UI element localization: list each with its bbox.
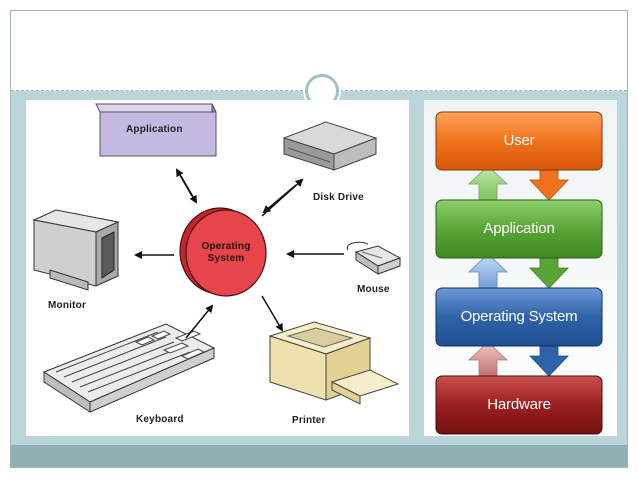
arrow-down-application-to-os (529, 255, 569, 289)
connection-arrows (134, 168, 344, 339)
arrow-down-os-to-hardware (529, 343, 569, 377)
layer-operating-system-box (435, 287, 603, 347)
operating-system-disc (179, 207, 267, 297)
operating-system-label-line2: System (207, 253, 245, 264)
arrow-os-to-printer (261, 295, 284, 332)
arrow-down-user-to-application (529, 167, 569, 201)
arrow-disk-drive-to-os (262, 184, 297, 214)
operating-system-label-line1: Operating (201, 241, 251, 252)
application-label: Application (126, 124, 183, 135)
os-hardware-diagram-art (32, 103, 402, 413)
os-hardware-diagram: Application Disk Drive Monitor Mouse Key… (26, 100, 409, 436)
layer-application-label: Application (483, 220, 555, 237)
layer-connector-arrows (467, 165, 569, 379)
layer-user-box (435, 111, 603, 171)
layer-application-box (435, 199, 603, 259)
layer-user-label: User (503, 132, 535, 149)
layer-hardware-label: Hardware (487, 396, 551, 413)
arrow-keyboard-to-os (185, 304, 214, 339)
layer-hardware-box (435, 375, 603, 435)
slide-footer-band (11, 445, 627, 467)
printer-icon (268, 321, 400, 405)
arrow-up-os-to-application (467, 253, 509, 291)
layer-operating-system-label: Operating System (460, 308, 578, 325)
arrow-application-to-os (176, 168, 193, 197)
os-layer-stack: User Application Operating System Hardwa… (424, 100, 617, 436)
application-block (95, 103, 217, 157)
mouse-label: Mouse (357, 284, 390, 295)
arrow-up-application-to-user (467, 165, 509, 203)
arrow-up-hardware-to-os (467, 341, 509, 379)
disk-drive-icon (282, 121, 378, 171)
mouse-icon (346, 241, 402, 275)
monitor-label: Monitor (48, 300, 87, 311)
layer-stack-art (435, 111, 603, 435)
monitor-icon (32, 209, 120, 291)
keyboard-label: Keyboard (136, 414, 184, 425)
keyboard-icon (42, 323, 216, 413)
disk-drive-label: Disk Drive (313, 192, 364, 203)
printer-label: Printer (292, 415, 326, 426)
